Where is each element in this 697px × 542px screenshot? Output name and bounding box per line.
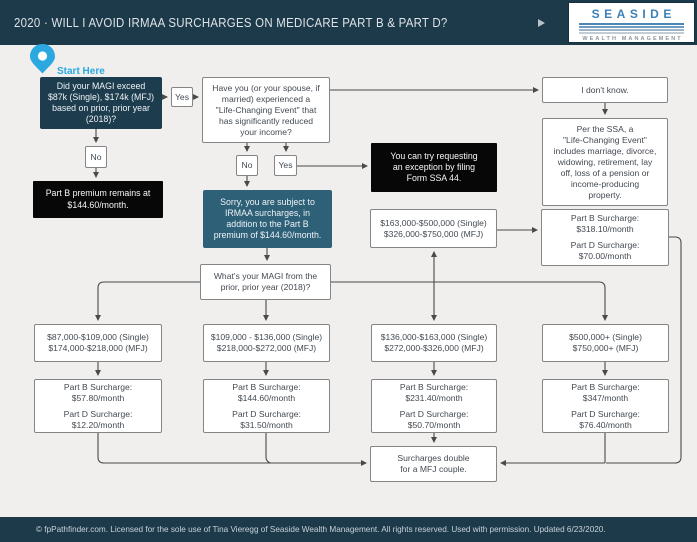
node-no-1: No — [85, 146, 107, 168]
node-q-magi-exceed: Did your MAGI exceed $87k (Single), $174… — [40, 77, 162, 129]
location-pin-icon — [30, 44, 55, 74]
part-d-surcharge: Part D Surcharge: $50.70/month — [399, 408, 469, 430]
page-title: 2020 · WILL I AVOID IRMAA SURCHARGES ON … — [14, 15, 448, 30]
node-q-magi-amount: What's your MAGI from the prior, prior y… — [200, 264, 331, 300]
node-top-tier-range: $163,000-$500,000 (Single) $326,000-$750… — [370, 209, 497, 248]
part-b-surcharge: Part B Surcharge: $231.40/month — [399, 381, 469, 403]
node-tier2-range: $109,000 - $136,000 (Single) $218,000-$2… — [203, 324, 330, 362]
start-here-label: Start Here — [57, 66, 105, 77]
node-tier3-range: $136,000-$163,000 (Single) $272,000-$326… — [371, 324, 497, 362]
footer-license-text: © fpPathfinder.com. Licensed for the sol… — [36, 525, 606, 534]
logo-wordmark: SEASIDE — [591, 7, 676, 21]
part-d-surcharge: Part D Surcharge: $12.20/month — [63, 408, 133, 430]
footer-bar: © fpPathfinder.com. Licensed for the sol… — [0, 517, 697, 542]
node-tier3-surcharge: Part B Surcharge: $231.40/month Part D S… — [371, 379, 497, 433]
header-bar: 2020 · WILL I AVOID IRMAA SURCHARGES ON … — [0, 0, 697, 45]
node-mfj-note: Surcharges double for a MFJ couple. — [370, 446, 497, 482]
node-part-b-remains: Part B premium remains at $144.60/month. — [33, 181, 163, 218]
part-b-surcharge: Part B Surcharge: $144.60/month — [232, 381, 301, 403]
node-q-life-changing-event: Have you (or your spouse, if married) ex… — [202, 77, 330, 143]
node-ssa-definition: Per the SSA, a "Life-Changing Event" inc… — [542, 118, 668, 206]
node-yes-1: Yes — [171, 87, 193, 107]
seaside-logo: SEASIDE WEALTH MANAGEMENT — [568, 2, 695, 43]
node-yes-2: Yes — [274, 155, 297, 176]
node-sorry-irmaa: Sorry, you are subject to IRMAA surcharg… — [203, 190, 332, 248]
node-tier4-range: $500,000+ (Single) $750,000+ (MFJ) — [542, 324, 669, 362]
node-tier2-surcharge: Part B Surcharge: $144.60/month Part D S… — [203, 379, 330, 433]
node-tier1-surcharge: Part B Surcharge: $57.80/month Part D Su… — [34, 379, 162, 433]
logo-subtitle: WEALTH MANAGEMENT — [582, 35, 683, 42]
part-b-surcharge: Part B Surcharge: $318.10/month — [570, 213, 640, 234]
node-top-tier-surcharge: Part B Surcharge: $318.10/month Part D S… — [541, 209, 669, 266]
part-d-surcharge: Part D Surcharge: $31.50/month — [232, 408, 301, 430]
part-b-surcharge: Part B Surcharge: $347/month — [571, 381, 640, 403]
part-d-surcharge: Part D Surcharge: $76.40/month — [571, 408, 640, 430]
node-tier1-range: $87,000-$109,000 (Single) $174,000-$218,… — [34, 324, 162, 362]
node-i-dont-know: I don't know. — [542, 77, 668, 103]
part-d-surcharge: Part D Surcharge: $70.00/month — [570, 240, 640, 261]
node-no-2: No — [236, 155, 258, 176]
logo-wave-lines-icon — [579, 23, 684, 34]
node-ssa-44-exception: You can try requesting an exception by f… — [371, 143, 497, 192]
part-b-surcharge: Part B Surcharge: $57.80/month — [63, 381, 133, 403]
chevron-right-icon — [538, 19, 545, 27]
node-tier4-surcharge: Part B Surcharge: $347/month Part D Surc… — [542, 379, 669, 433]
